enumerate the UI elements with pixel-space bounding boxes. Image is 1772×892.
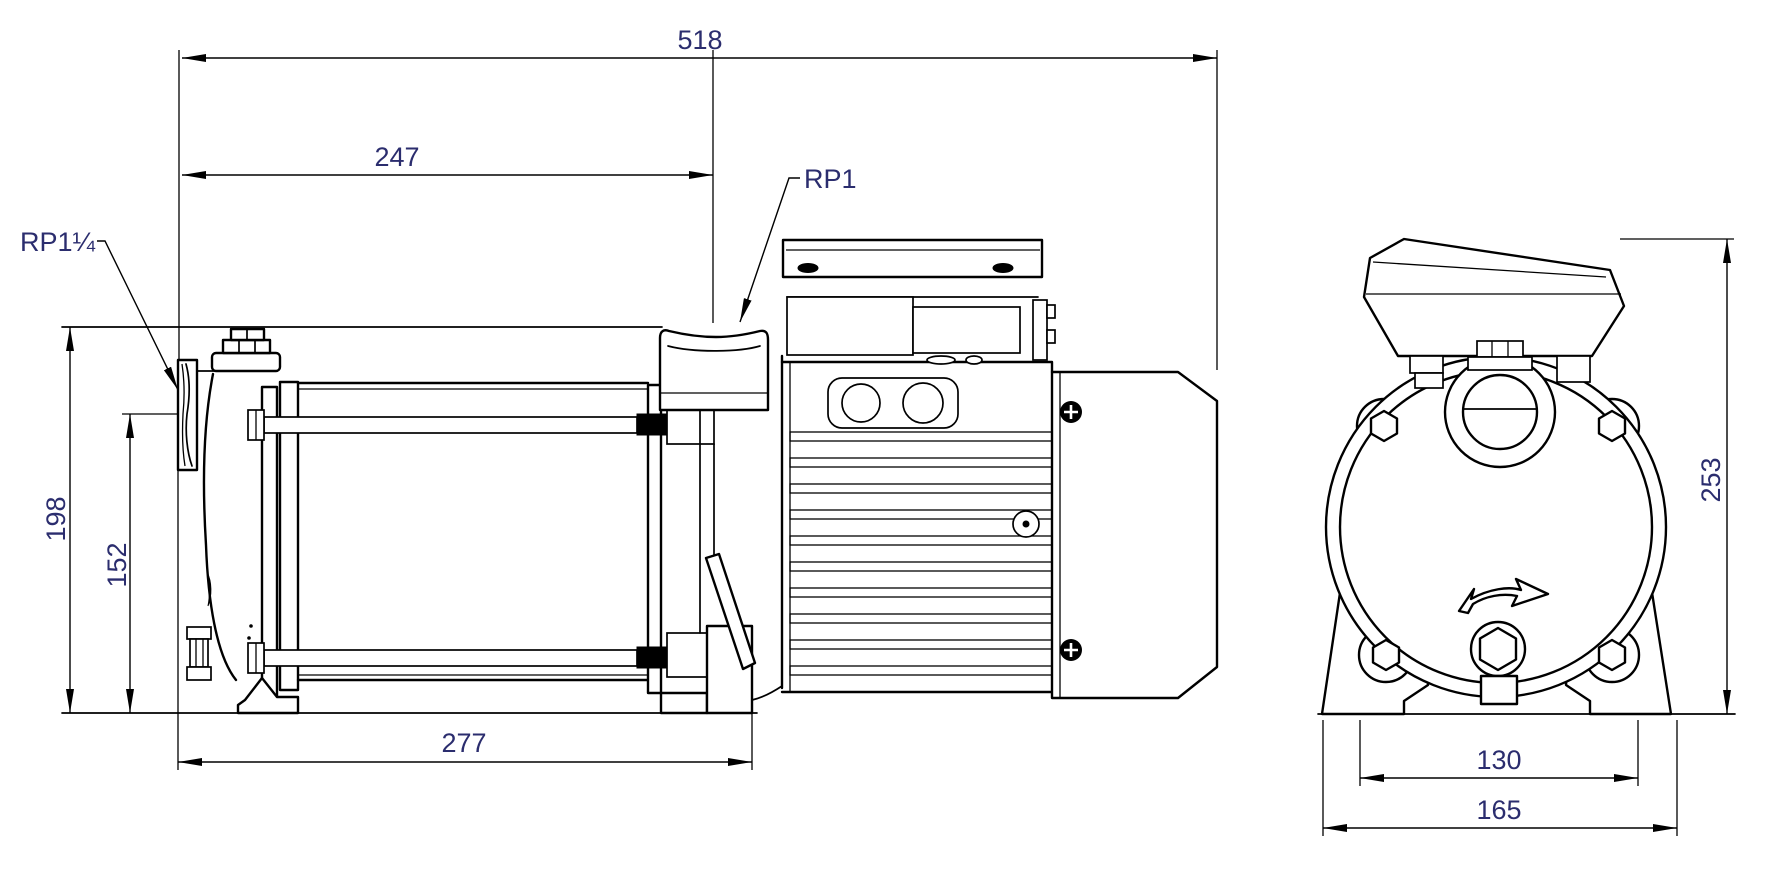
cable-gland <box>841 383 881 423</box>
suction-cap <box>210 351 282 373</box>
fan-cover <box>1050 370 1219 700</box>
side-view-dimensions: 518 247 198 152 277 RP1 RP1¼ <box>20 25 1217 766</box>
leader-discharge-port <box>739 177 800 323</box>
port-hex-plug <box>1476 340 1524 358</box>
dimension-total-height: 198 <box>41 496 71 541</box>
terminal-box-front <box>1362 237 1626 358</box>
side-view: 518 247 198 152 277 RP1 RP1¼ <box>20 25 1219 770</box>
discharge-port <box>658 329 770 412</box>
extension-lines <box>61 50 1218 770</box>
lid-screw <box>992 263 1014 273</box>
pump-side-outline <box>176 238 1219 715</box>
stage-flange-right <box>646 383 663 695</box>
front-view: 253 130 165 <box>1317 237 1736 836</box>
lid-screw <box>797 263 819 273</box>
dimension-to-discharge-port: 247 <box>374 142 419 172</box>
cable-gland <box>902 382 944 424</box>
motor-fins <box>789 431 1053 676</box>
rotation-arrow-icon <box>1457 577 1550 615</box>
suction-hex-nut <box>221 338 272 355</box>
leader-suction-port <box>97 240 179 391</box>
label-suction-port: RP1¼ <box>20 227 96 257</box>
front-foot <box>236 676 300 715</box>
dimension-suction-center-height: 152 <box>102 542 132 587</box>
tie-rod-nut <box>636 413 668 436</box>
motor <box>751 354 1054 701</box>
terminal-box-side <box>781 238 1056 361</box>
fan-cover-screw <box>1060 401 1082 423</box>
flange-bolts <box>1369 409 1627 672</box>
discharge-port-front <box>1443 355 1557 469</box>
connector <box>1032 299 1048 361</box>
tie-rods <box>247 409 668 674</box>
dimension-overall-length: 518 <box>677 25 722 55</box>
dimension-foot-outer-width: 165 <box>1476 795 1521 825</box>
label-discharge-port: RP1 <box>804 164 857 194</box>
dimension-overall-height: 253 <box>1696 457 1726 502</box>
rear-foot <box>659 691 709 715</box>
dimension-foot-inner-width: 130 <box>1476 745 1521 775</box>
front-view-dimensions: 253 130 165 <box>1322 238 1734 836</box>
tie-rod-nut <box>636 646 668 669</box>
dimension-pump-body-length: 277 <box>441 728 486 758</box>
fan-cover-screw <box>1060 639 1082 661</box>
drain-plug <box>1469 620 1527 706</box>
